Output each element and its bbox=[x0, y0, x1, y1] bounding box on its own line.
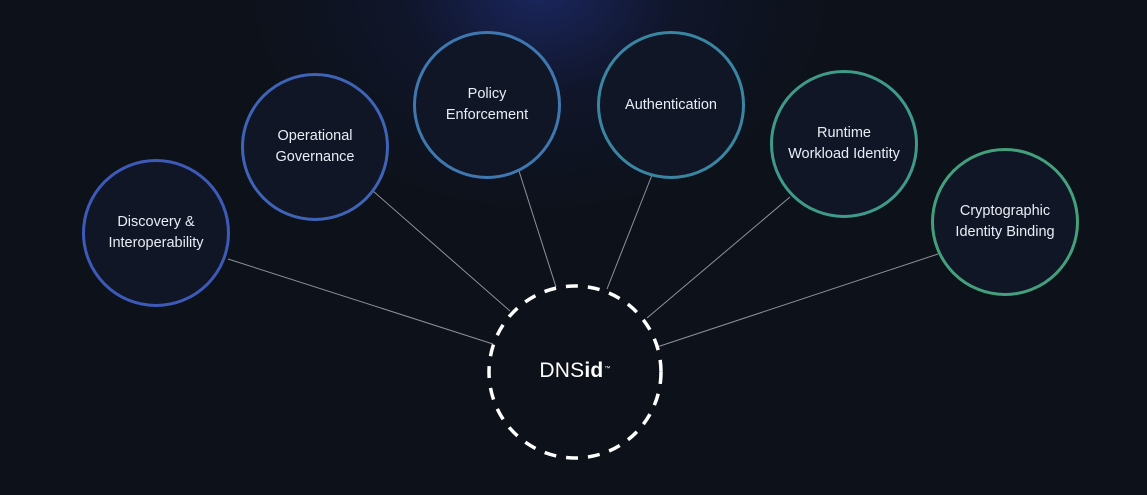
node-label-line2: Enforcement bbox=[445, 107, 529, 123]
connector-operational bbox=[372, 190, 511, 312]
node-label-line1: Cryptographic bbox=[959, 203, 1051, 219]
node-label-line2: Interoperability bbox=[108, 235, 204, 251]
hub-logo-bold: id bbox=[584, 359, 604, 382]
node-label-line2: Identity Binding bbox=[955, 224, 1055, 240]
node-label-line1: Runtime bbox=[816, 125, 871, 141]
node-label-line1: Operational bbox=[277, 128, 353, 144]
node-label-line1: Authentication bbox=[625, 96, 717, 113]
node-label: Discovery & Interoperability bbox=[108, 212, 203, 254]
node-label-line2: Governance bbox=[275, 149, 355, 165]
node-label: Policy Enforcement bbox=[446, 84, 528, 126]
node-runtime-workload-identity: Runtime Workload Identity bbox=[770, 70, 918, 218]
connector-discovery bbox=[227, 258, 494, 345]
node-label: Runtime Workload Identity bbox=[788, 123, 900, 165]
node-policy-enforcement: Policy Enforcement bbox=[413, 31, 561, 179]
node-label: Authentication bbox=[625, 95, 717, 116]
connector-policy bbox=[518, 170, 557, 288]
node-label: Operational Governance bbox=[276, 126, 355, 168]
hub-dashed-ring bbox=[487, 284, 663, 460]
connector-authentication bbox=[606, 174, 653, 290]
hub-logo-trademark: ™ bbox=[604, 366, 611, 372]
node-authentication: Authentication bbox=[597, 31, 745, 179]
node-discovery-interoperability: Discovery & Interoperability bbox=[82, 159, 230, 307]
hub-logo: DNSid™ bbox=[487, 356, 663, 386]
connector-cryptographic bbox=[656, 253, 939, 348]
node-operational-governance: Operational Governance bbox=[241, 73, 389, 221]
node-label-line1: Policy bbox=[467, 86, 507, 102]
node-label-line2: Workload Identity bbox=[788, 146, 900, 162]
node-cryptographic-identity-binding: Cryptographic Identity Binding bbox=[931, 148, 1079, 296]
hub-logo-regular: DNS bbox=[539, 359, 585, 382]
connector-runtime bbox=[646, 196, 791, 319]
node-label: Cryptographic Identity Binding bbox=[955, 201, 1054, 243]
node-label-line1: Discovery & bbox=[117, 214, 195, 230]
